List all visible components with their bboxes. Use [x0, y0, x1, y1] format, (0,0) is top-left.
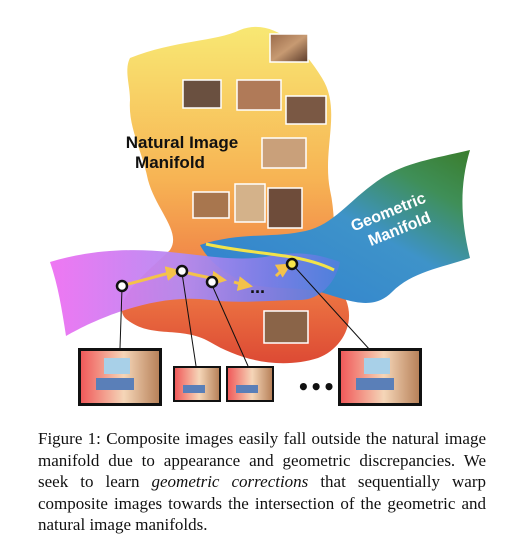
arrow-2: [187, 270, 227, 286]
composite-path-ribbon: [50, 250, 340, 336]
room-photo-6: [192, 191, 230, 219]
caption-label: Figure 1:: [38, 429, 101, 448]
manifold-figure: ... Natural Image Manifold Geometric Man…: [50, 26, 470, 406]
point-2: [175, 264, 189, 278]
trajectory-points: [115, 257, 299, 293]
room-photo-5: [261, 137, 307, 169]
thumbnail-ellipsis: •••: [297, 375, 335, 399]
natural-label-line2: Manifold: [135, 153, 205, 172]
room-photo-3: [236, 79, 282, 111]
composite-thumb-2: [173, 366, 221, 402]
room-photo-2: [182, 79, 222, 109]
connector-4: [291, 263, 371, 351]
caption-emphasis: geometric corrections: [151, 472, 309, 491]
connector-lines: [119, 263, 371, 367]
room-photo-8: [267, 187, 303, 229]
point-1: [115, 279, 129, 293]
natural-manifold-label: Natural Image Manifold: [126, 133, 238, 172]
caption-part1: Composite images easily fall outside the…: [38, 429, 486, 491]
arrow-3: [233, 276, 253, 292]
composite-thumbnails: [78, 348, 422, 406]
composite-thumb-3: [226, 366, 274, 402]
point-4: [285, 257, 299, 271]
room-photo-1: [269, 33, 309, 63]
natural-image-photos: [182, 33, 327, 344]
room-photo-9: [263, 310, 309, 344]
connector-2: [181, 272, 197, 367]
figure-caption: Figure 1: Composite images easily fall o…: [38, 428, 486, 536]
trajectory-ellipsis: ...: [250, 277, 265, 297]
composite-thumb-4: [338, 348, 422, 406]
room-photo-7: [234, 183, 266, 223]
natural-label-line1: Natural Image: [126, 133, 238, 152]
room-photo-4: [285, 95, 327, 125]
arrow-1: [127, 266, 181, 286]
connector-1: [119, 287, 123, 349]
intersection-curve: [205, 242, 335, 272]
point-3: [205, 275, 219, 289]
composite-thumb-1: [78, 348, 162, 406]
connector-3: [211, 284, 249, 367]
caption-part2: that sequentially warp composite images …: [38, 472, 487, 534]
